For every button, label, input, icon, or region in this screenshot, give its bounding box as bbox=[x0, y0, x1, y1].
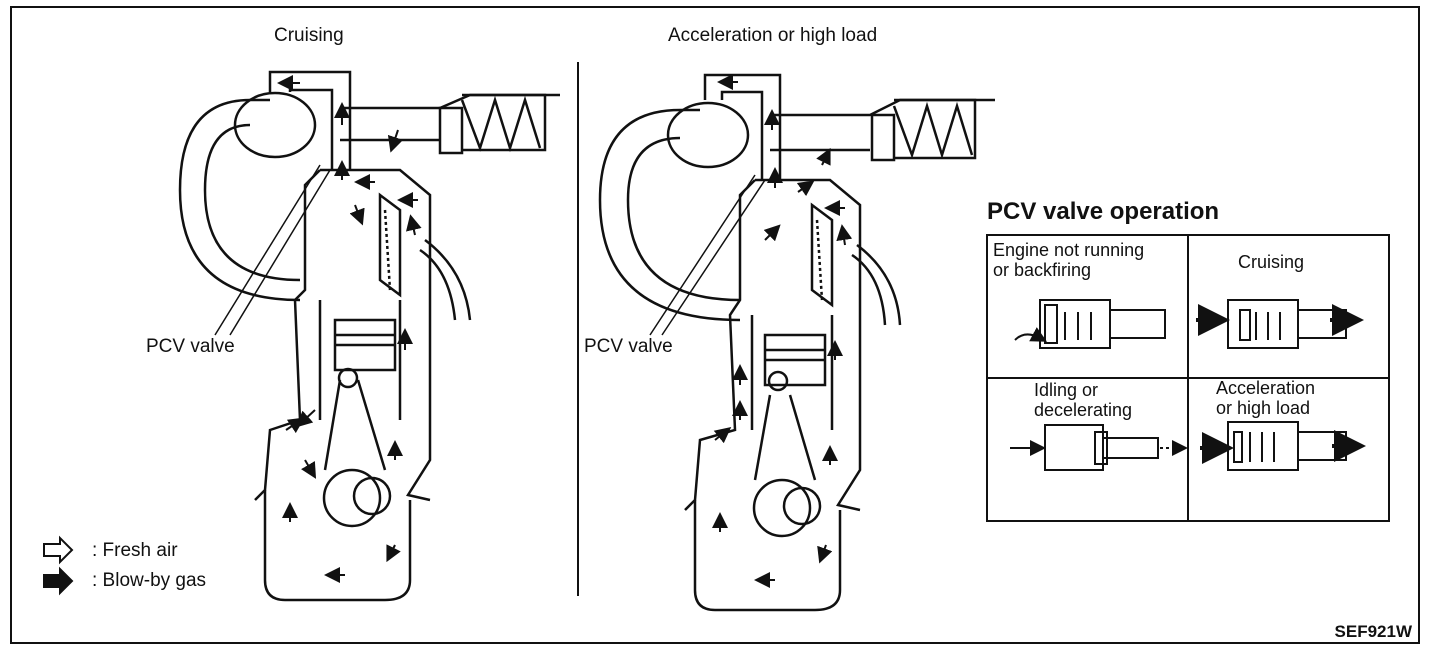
figure-frame bbox=[10, 6, 1420, 644]
right-pcv-label: PCV valve bbox=[584, 336, 673, 357]
blow-by-arrow bbox=[386, 544, 401, 563]
cell-idling: Idling or decelerating bbox=[1034, 380, 1132, 420]
cell-line: decelerating bbox=[1034, 400, 1133, 420]
cell-line: Cruising bbox=[1238, 252, 1305, 272]
left-panel-title: Cruising bbox=[274, 25, 344, 46]
cell-cruising: Cruising bbox=[1238, 252, 1304, 272]
fresh-air-arrow bbox=[301, 459, 317, 479]
fresh-air-arrow bbox=[296, 409, 316, 428]
left-flow-arrows bbox=[277, 75, 422, 583]
blow-by-arrow bbox=[713, 427, 732, 444]
cell-line: Acceleration bbox=[1216, 378, 1316, 398]
blow-by-arrow bbox=[406, 214, 422, 236]
blow-by-arrow bbox=[796, 180, 815, 197]
legend-arrows bbox=[43, 535, 74, 596]
cell-line: Engine not running bbox=[993, 240, 1145, 260]
pcv-table bbox=[986, 234, 1390, 522]
valve-cruising-icon bbox=[1196, 299, 1364, 349]
figure-code: SEF921W bbox=[1334, 622, 1412, 641]
cell-line: or backfiring bbox=[993, 260, 1092, 280]
blow-by-arrow bbox=[836, 224, 853, 246]
blow-by-arrow bbox=[816, 147, 831, 166]
right-flow-arrows bbox=[712, 74, 853, 588]
blow-by-legend-icon bbox=[43, 566, 74, 596]
fresh-air-arrow bbox=[349, 204, 365, 226]
valve-acceleration-icon bbox=[1200, 421, 1366, 471]
fresh-air-legend-icon bbox=[43, 535, 74, 565]
fresh-air-arrow bbox=[387, 129, 404, 153]
legend-blow-by: : Blow-by gas bbox=[92, 570, 207, 591]
cell-engine-not-running: Engine not running or backfiring bbox=[993, 240, 1144, 280]
blow-by-arrow bbox=[763, 224, 781, 242]
legend-fresh-air: : Fresh air bbox=[92, 540, 178, 561]
cell-acceleration: Acceleration or high load bbox=[1216, 378, 1315, 418]
right-panel-title: Acceleration or high load bbox=[668, 25, 878, 46]
valve-idling-icon bbox=[1010, 424, 1188, 471]
cell-line: Idling or bbox=[1034, 380, 1099, 400]
left-pcv-label: PCV valve bbox=[146, 336, 235, 357]
left-engine bbox=[178, 70, 560, 602]
pcv-operation-title: PCV valve operation bbox=[987, 198, 1220, 225]
blow-by-arrow bbox=[285, 417, 305, 434]
blow-by-arrow bbox=[817, 544, 833, 564]
valve-closed-icon bbox=[1014, 299, 1166, 349]
cell-line: or high load bbox=[1216, 398, 1311, 418]
